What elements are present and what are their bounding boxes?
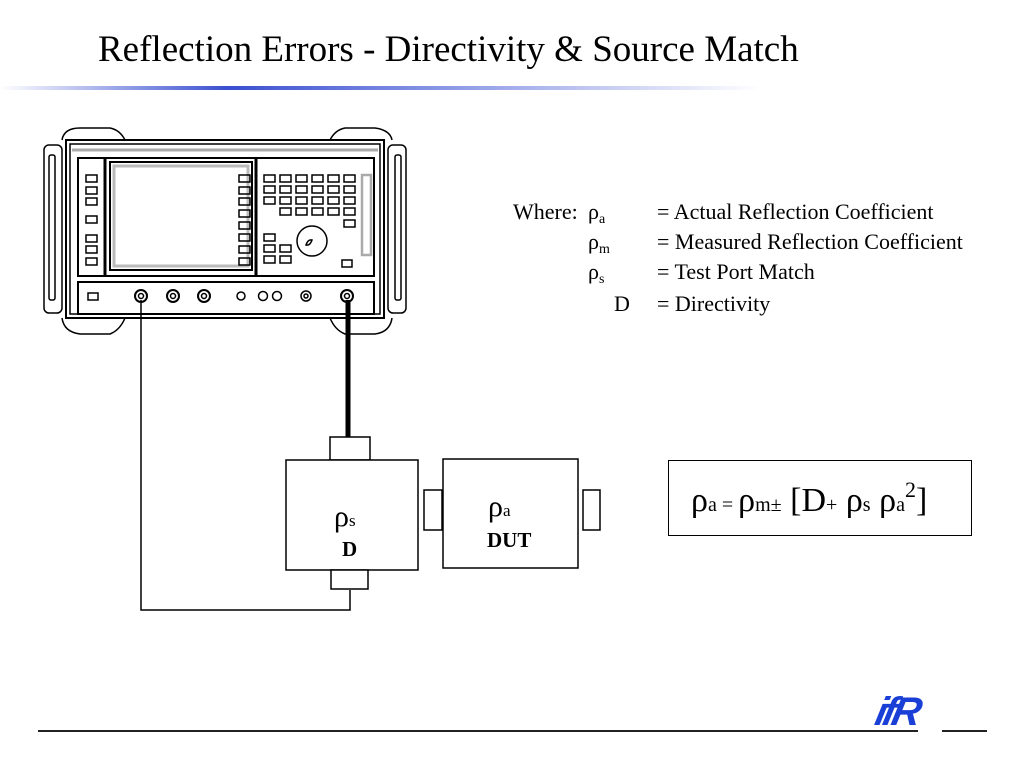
keypad-key	[295, 185, 308, 194]
keypad-key	[263, 174, 276, 183]
keypad-key	[327, 207, 340, 216]
slide-title: Reflection Errors - Directivity & Source…	[98, 29, 799, 70]
keypad-key	[295, 174, 308, 183]
error-formula: ρa = ρm± [D+ ρs ρa2]	[691, 477, 928, 519]
keypad-key	[327, 174, 340, 183]
keypad-key	[279, 196, 292, 205]
directional-coupler-box	[285, 459, 419, 571]
coupler-bottom-connector	[330, 569, 369, 590]
dut-label: DUT	[487, 528, 532, 552]
keypad-key	[279, 174, 292, 183]
keypad-key	[311, 196, 324, 205]
thin-reference-cable	[140, 300, 351, 611]
keypad-key	[263, 244, 276, 253]
keypad-key	[263, 233, 276, 242]
keypad-key	[343, 174, 356, 183]
legend-row: D	[614, 291, 630, 316]
keypad-key	[343, 219, 356, 228]
legend-row: ρs	[588, 259, 605, 287]
network-analyzer-instrument	[43, 127, 407, 335]
legend-definition: = Measured Reflection Coefficient	[657, 229, 963, 254]
keypad-key	[327, 185, 340, 194]
keypad-key	[327, 196, 340, 205]
keypad-key	[343, 207, 356, 216]
dut-port-connector	[582, 489, 601, 531]
legend-row: ρa	[588, 199, 606, 227]
where-label: Where:	[513, 199, 578, 224]
coupler-symbol: ρs	[334, 500, 356, 533]
keypad-key	[311, 174, 324, 183]
keypad-key	[279, 207, 292, 216]
keypad-key	[311, 185, 324, 194]
keypad-key	[295, 207, 308, 216]
dut-symbol: ρa	[488, 490, 511, 523]
footer-rule-right	[942, 730, 987, 732]
error-formula-box: ρa = ρm± [D+ ρs ρa2]	[668, 460, 972, 536]
coupler-label: D	[342, 537, 358, 561]
keypad-key	[263, 255, 276, 264]
dut-box	[442, 458, 579, 569]
title-underline	[0, 86, 760, 90]
coupler-port-connector	[423, 489, 443, 531]
keypad-key	[279, 244, 292, 253]
legend-definition: = Actual Reflection Coefficient	[657, 199, 934, 224]
keypad-key	[295, 196, 308, 205]
keypad-key	[311, 207, 324, 216]
footer-rule	[38, 730, 918, 732]
keypad-key	[343, 196, 356, 205]
legend-row: ρm	[588, 229, 610, 257]
keypad-key	[279, 185, 292, 194]
coupler-top-connector	[329, 436, 371, 461]
keypad-key	[279, 255, 292, 264]
legend-definition: = Test Port Match	[657, 259, 815, 284]
legend-definition: = Directivity	[657, 291, 771, 316]
keypad-key	[343, 185, 356, 194]
keypad-key	[263, 185, 276, 194]
keypad-key	[263, 196, 276, 205]
